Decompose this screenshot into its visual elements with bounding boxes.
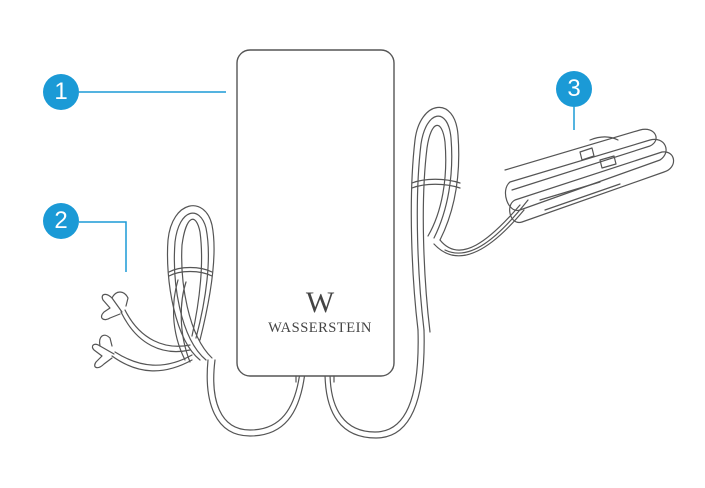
callout-3: 3 (556, 71, 592, 107)
bottom-cables (206, 329, 425, 439)
brand-name: WASSERSTEIN (268, 320, 372, 336)
left-cable-loop (166, 205, 215, 363)
adapter-cable-exit (295, 375, 335, 383)
leader-line-2 (79, 221, 127, 272)
fork-terminal-lower (91, 334, 115, 369)
right-cable-loop (410, 106, 529, 333)
brand-logo-letter: W (305, 286, 335, 319)
cable-clip-part (504, 128, 675, 224)
callout-1: 1 (43, 74, 79, 110)
terminal-wires (111, 309, 193, 372)
callout-2: 2 (43, 203, 79, 239)
fork-terminal-upper (100, 291, 129, 321)
adapter-body (236, 49, 395, 377)
